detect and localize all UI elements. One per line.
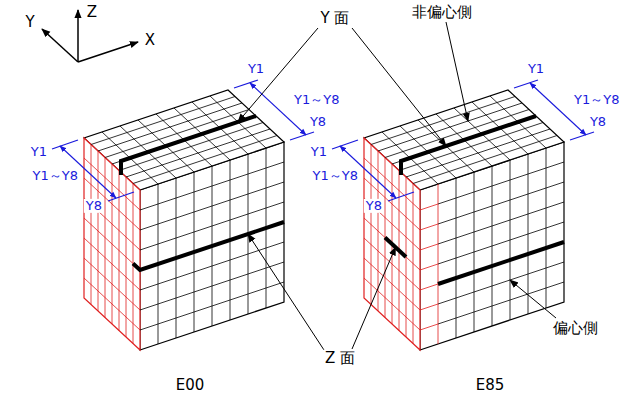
mesh-line bbox=[438, 182, 564, 224]
axis-label: Z bbox=[85, 4, 99, 21]
side-face bbox=[84, 138, 140, 350]
mesh-line bbox=[546, 148, 547, 308]
extension-line bbox=[290, 132, 314, 140]
leader-line bbox=[238, 28, 318, 122]
dimension-label: Y1 bbox=[309, 145, 329, 159]
leader-line bbox=[352, 247, 396, 349]
extension-line bbox=[388, 192, 414, 201]
leader-line bbox=[248, 234, 324, 350]
face-label: Y 面 bbox=[319, 10, 352, 27]
axis-label: X bbox=[143, 32, 157, 49]
dimension-label: Y8 bbox=[588, 115, 608, 129]
mesh-line bbox=[140, 304, 158, 310]
mesh-line bbox=[371, 97, 515, 145]
mesh-line bbox=[420, 264, 438, 270]
mesh-line bbox=[364, 178, 420, 230]
side-label: 非偏心側 bbox=[410, 4, 474, 21]
dimension-label: Y8 bbox=[308, 115, 328, 129]
mesh-line bbox=[528, 154, 529, 314]
mesh-block bbox=[84, 90, 284, 350]
leader-line bbox=[352, 28, 446, 146]
mesh-line bbox=[420, 284, 438, 290]
side-face bbox=[364, 138, 420, 350]
mesh-line bbox=[158, 242, 284, 284]
section-line bbox=[401, 116, 536, 175]
mesh-line bbox=[385, 110, 529, 158]
mesh-line bbox=[420, 304, 438, 310]
dimension-label: Y1 bbox=[526, 62, 546, 76]
mesh-line bbox=[105, 158, 106, 318]
axis-label: Y bbox=[23, 14, 36, 31]
dimension-label: Y1～Y8 bbox=[31, 169, 80, 183]
mesh-line bbox=[420, 244, 438, 250]
dimension-label: Y1～Y8 bbox=[572, 93, 621, 107]
mesh-line bbox=[158, 282, 284, 324]
mesh-line bbox=[140, 284, 158, 290]
axis-arrow bbox=[42, 29, 78, 62]
section-line bbox=[133, 222, 284, 270]
dimension-arrow bbox=[530, 83, 586, 135]
mesh-line bbox=[371, 145, 372, 305]
mesh-line bbox=[84, 198, 140, 250]
mesh-line bbox=[158, 262, 284, 304]
mesh-line bbox=[140, 244, 158, 250]
mesh-line bbox=[98, 151, 99, 311]
mesh-line bbox=[140, 324, 158, 330]
mesh-line bbox=[438, 262, 564, 304]
extension-line bbox=[570, 132, 594, 140]
mesh-line bbox=[91, 97, 235, 145]
case-caption: E85 bbox=[474, 377, 507, 394]
dimension-label: Y1～Y8 bbox=[292, 93, 341, 107]
mesh-line bbox=[158, 202, 284, 244]
mesh-line bbox=[438, 282, 564, 324]
mesh-line bbox=[84, 178, 140, 230]
mesh-line bbox=[158, 162, 284, 204]
mesh-line bbox=[438, 222, 564, 264]
section-line bbox=[121, 116, 256, 175]
mesh-line bbox=[420, 324, 438, 330]
mesh-line bbox=[438, 162, 564, 204]
mesh-line bbox=[140, 204, 158, 210]
mesh-line bbox=[420, 224, 438, 230]
dimension-label: Y8 bbox=[364, 199, 384, 213]
mesh-line bbox=[420, 204, 438, 210]
mesh-line bbox=[105, 110, 249, 158]
mesh-line bbox=[438, 242, 564, 284]
axis-arrow bbox=[78, 42, 138, 62]
dimension-label: Y1 bbox=[246, 62, 266, 76]
section-line bbox=[438, 242, 564, 284]
mesh-line bbox=[158, 182, 284, 224]
extension-line bbox=[108, 192, 134, 201]
leader-lines bbox=[238, 22, 556, 350]
extension-line bbox=[332, 140, 358, 149]
mesh-line bbox=[84, 218, 140, 270]
mesh-line bbox=[140, 224, 158, 230]
leader-line bbox=[446, 22, 468, 121]
dimension-label: Y8 bbox=[84, 199, 104, 213]
dimension-label: Y1～Y8 bbox=[311, 169, 360, 183]
leader-line bbox=[510, 280, 556, 318]
mesh-line bbox=[438, 202, 564, 244]
face-label: Z 面 bbox=[323, 350, 357, 367]
side-label: 偏心側 bbox=[551, 320, 600, 337]
axis-arrow bbox=[77, 10, 79, 62]
dimension-arrow bbox=[250, 83, 306, 135]
dimension-label: Y1 bbox=[29, 145, 49, 159]
mesh-line bbox=[364, 218, 420, 270]
case-caption: E00 bbox=[174, 377, 207, 394]
mesh-line bbox=[91, 145, 92, 305]
mesh-line bbox=[510, 160, 511, 320]
dimension-marks bbox=[52, 80, 594, 201]
mesh-block bbox=[364, 90, 564, 350]
extension-line bbox=[52, 140, 78, 149]
